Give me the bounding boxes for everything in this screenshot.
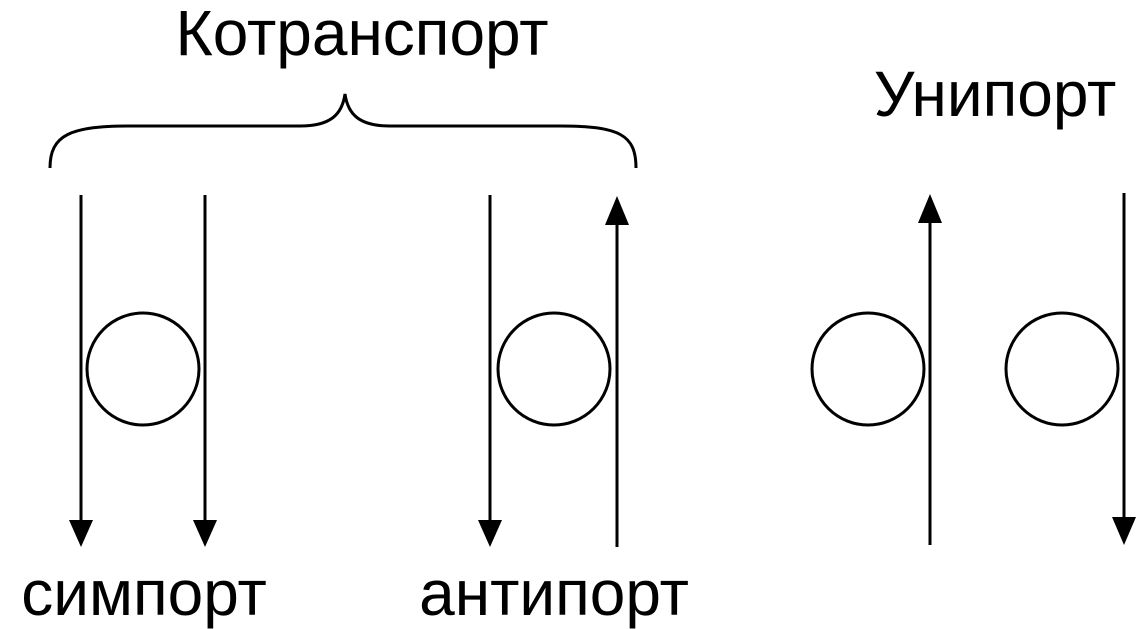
symport-arrowhead-left <box>69 520 93 547</box>
symport-arrowhead-right <box>193 520 217 547</box>
cotransport-title: Котранспорт <box>175 0 548 69</box>
antiport-label: антипорт <box>419 557 689 629</box>
uniport-title: Унипорт <box>874 58 1117 130</box>
uniport-arrowhead-down <box>1112 517 1136 545</box>
uniport-group <box>810 193 1136 545</box>
cotransport-brace <box>48 93 638 169</box>
symport-group <box>69 195 217 547</box>
uniport-carrier-circle-right <box>1004 311 1120 427</box>
antiport-group <box>478 195 629 547</box>
uniport-arrowhead-up <box>918 194 942 223</box>
antiport-arrowhead-down <box>478 520 502 547</box>
symport-carrier-circle <box>85 311 201 427</box>
symport-label: симпорт <box>21 557 267 629</box>
antiport-arrowhead-up <box>605 196 629 225</box>
uniport-carrier-circle-left <box>810 311 926 427</box>
antiport-carrier-circle <box>496 311 612 427</box>
